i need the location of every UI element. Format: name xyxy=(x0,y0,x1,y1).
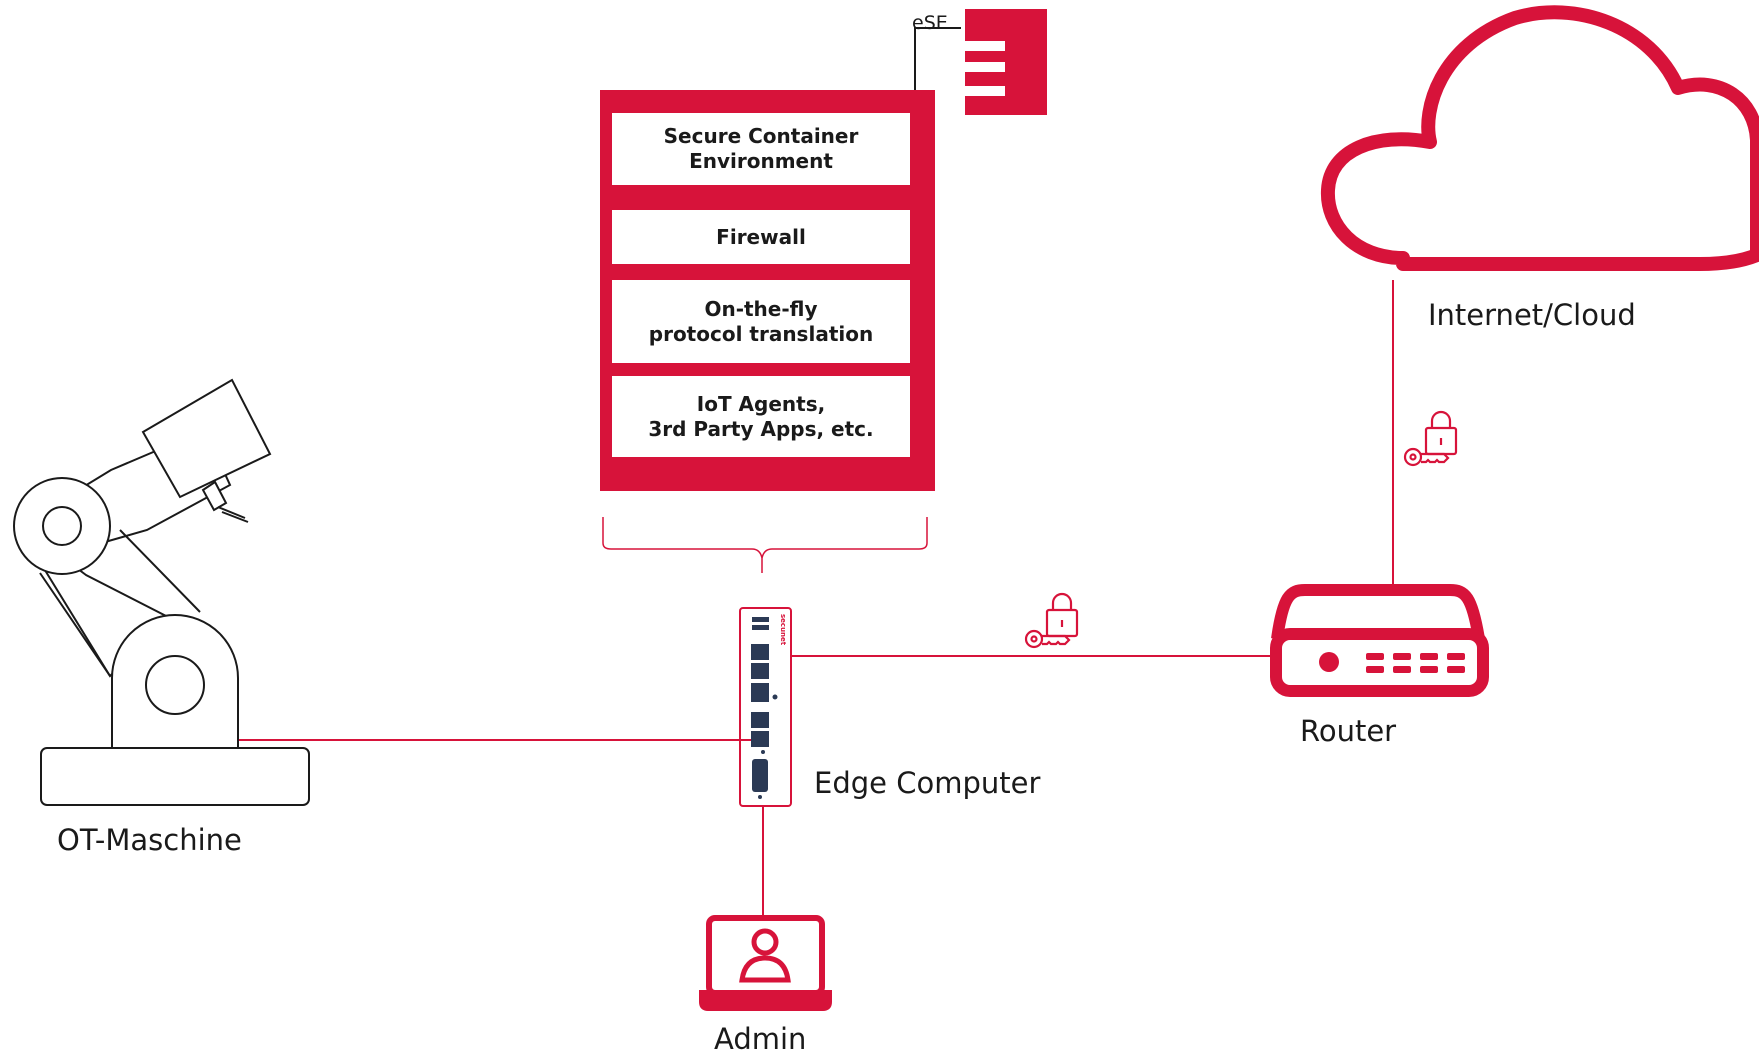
layer-line: Firewall xyxy=(716,224,806,249)
cloud-icon xyxy=(1320,5,1759,271)
ot-machine-label: OT-Maschine xyxy=(57,823,242,857)
cloud-label: Internet/Cloud xyxy=(1428,298,1636,332)
layer-line: IoT Agents, xyxy=(696,391,826,416)
layer-line: 3rd Party Apps, etc. xyxy=(648,416,874,441)
layer-line: Secure Container xyxy=(663,124,859,148)
layer-secure-container: Secure Container Environment xyxy=(612,113,910,185)
edge-device-icon: secunet xyxy=(739,607,792,807)
key-lock-icon xyxy=(1403,410,1458,467)
layer-firewall: Firewall xyxy=(612,210,910,264)
laptop-user-icon xyxy=(699,915,832,1011)
layer-iot-agents: IoT Agents, 3rd Party Apps, etc. xyxy=(612,376,910,457)
layer-line: protocol translation xyxy=(648,321,874,346)
layer-line: On-the-fly xyxy=(704,296,818,321)
ese-label: eSE xyxy=(912,12,948,34)
router-label: Router xyxy=(1300,714,1397,748)
admin-label: Admin xyxy=(714,1022,807,1056)
stack-brace xyxy=(602,517,928,573)
layer-protocol-translation: On-the-fly protocol translation xyxy=(612,280,910,363)
router-icon xyxy=(1270,584,1489,697)
svg-text:secunet: secunet xyxy=(779,614,787,646)
ese-chip-icon xyxy=(914,9,1047,115)
layer-line: Environment xyxy=(689,149,833,173)
robot-arm-icon xyxy=(13,378,310,806)
edge-computer-label: Edge Computer xyxy=(814,766,1041,800)
key-lock-icon xyxy=(1024,592,1079,649)
